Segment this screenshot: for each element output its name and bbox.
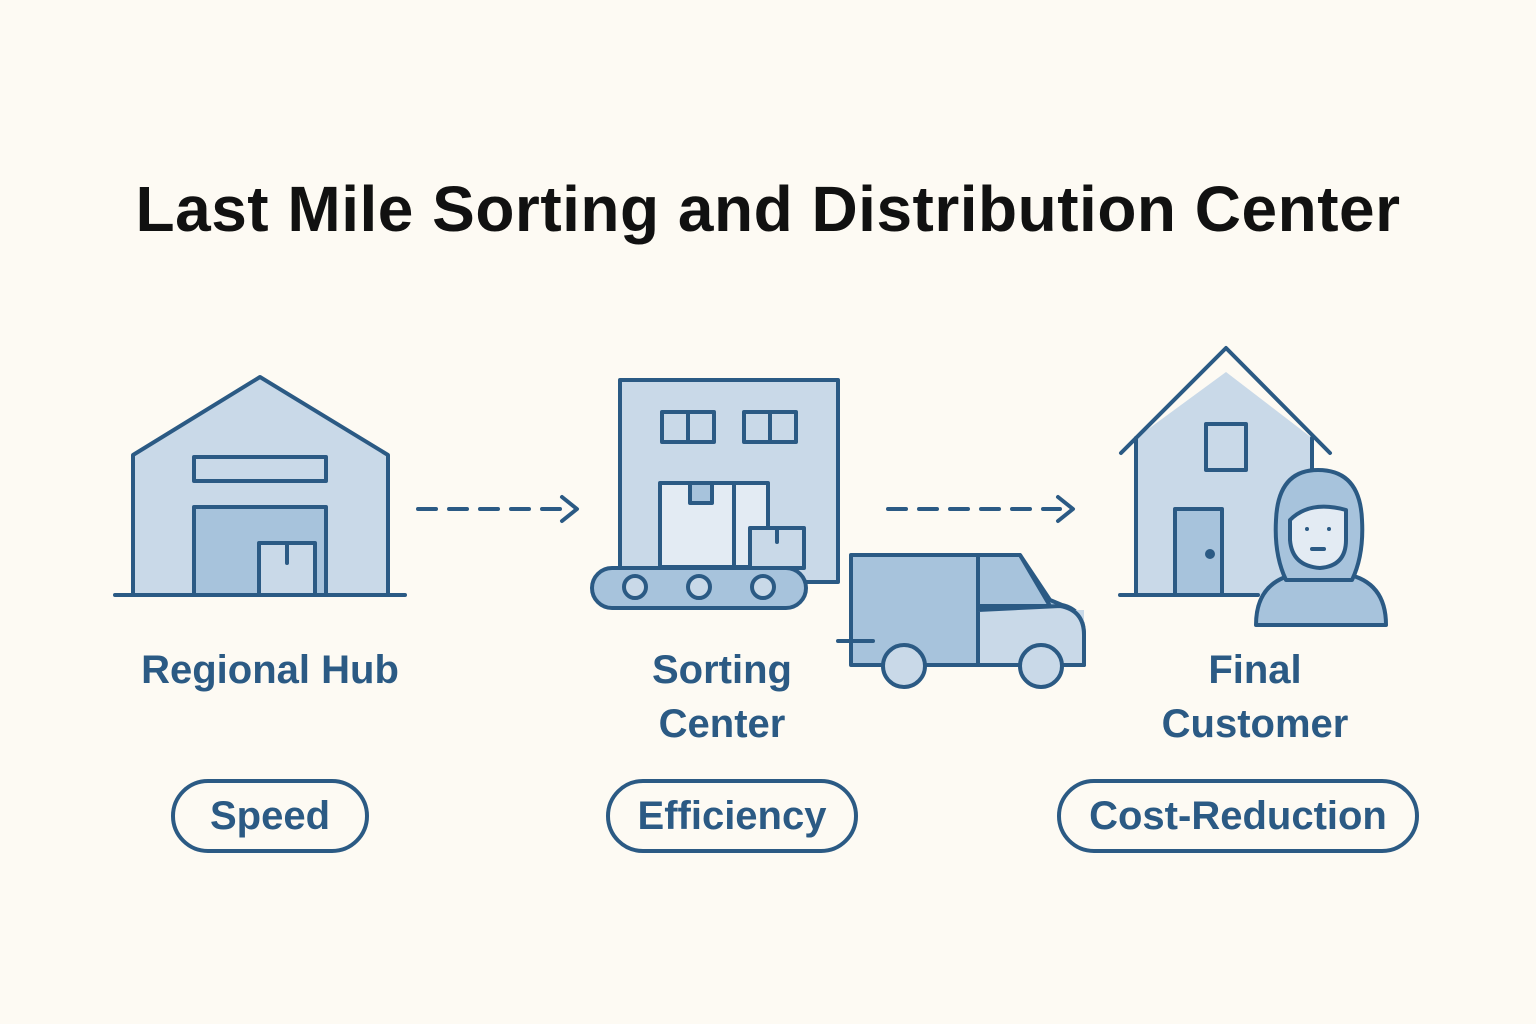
- benefit-badge-cost-reduction: Cost-Reduction: [1057, 779, 1419, 853]
- house-icon: [1118, 346, 1332, 597]
- stage-label-sorting-center: Sorting Center: [652, 648, 792, 746]
- page-title: Last Mile Sorting and Distribution Cente…: [135, 173, 1401, 245]
- stage-label-final-customer: Final Customer: [1161, 648, 1349, 746]
- warehouse-icon: [113, 375, 407, 597]
- stage-label-regional-hub: Regional Hub: [141, 648, 399, 692]
- benefit-badge-speed: Speed: [171, 779, 369, 853]
- arrow-icon: [886, 495, 1075, 523]
- sorting-facility-icon: [590, 378, 840, 610]
- benefit-badge-efficiency: Efficiency: [606, 779, 858, 853]
- person-icon: [1254, 468, 1388, 627]
- arrow-icon: [416, 495, 579, 523]
- delivery-van-icon: [836, 553, 1086, 689]
